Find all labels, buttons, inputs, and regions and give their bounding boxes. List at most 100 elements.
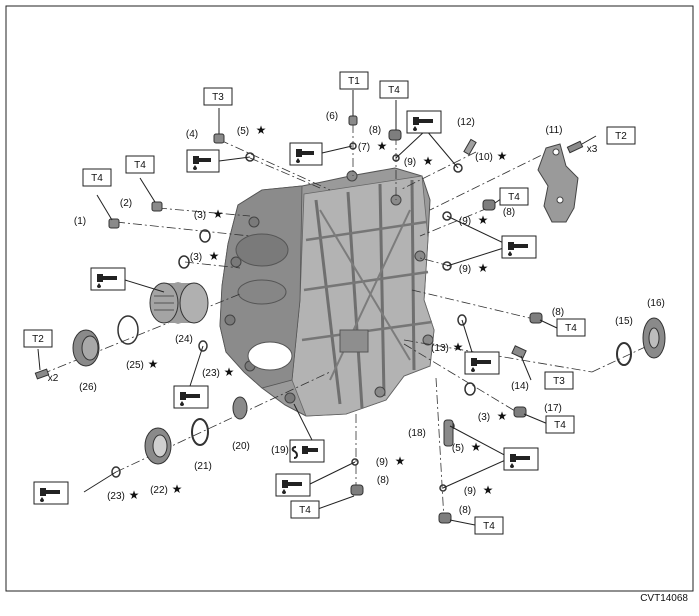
torque-label-t1: T1 [348,76,360,87]
star-mark: ★ [148,357,159,371]
part-22-seal [144,427,172,465]
part-2-bolt [151,201,163,212]
star-mark: ★ [377,139,388,153]
part-6-plug [348,115,358,126]
part-23-o-ring-a [198,340,208,352]
part-label-p3a: (3) [194,210,206,221]
part-label-p1: (1) [74,216,86,227]
star-mark: ★ [213,207,224,221]
apply-fluid-icon [275,473,311,497]
torque-label-t4d: T4 [508,192,520,203]
torque-label-t3b: T3 [553,376,565,387]
part-label-p7: (7) [358,142,370,153]
part-label-p11: (11) [545,125,562,136]
apply-fluid-symbols [33,110,539,505]
part-13-o-ring [457,314,467,326]
torque-label-t4h: T4 [483,521,495,532]
part-label-p23b: (23) [107,491,125,502]
part-9-o-ring-e [439,484,447,492]
part-label-p18: (18) [408,428,426,439]
part-24-strainer [149,282,209,324]
part-8-plug-right [482,199,496,211]
part-label-p21: (21) [194,461,212,472]
part-25-ring [117,315,139,345]
part-label-p17: (17) [544,403,562,414]
part-label-p19: (19) [271,445,289,456]
part-label-p15: (15) [615,316,633,327]
part-15-ring [616,342,632,366]
part-cover-bolt [34,368,50,380]
part-label-p22: (22) [150,485,168,496]
star-mark: ★ [172,482,183,496]
torque-label-t2b: T2 [32,334,44,345]
part-label-p9e: (9) [464,486,476,497]
part-3-o-ring-c [464,382,476,396]
torque-label-t4a: T4 [91,173,103,184]
part-1-bolt [108,218,120,229]
part-label-p4: (4) [186,129,198,140]
torque-label-t4g: T4 [299,505,311,516]
quantity-labels: x3 x2 [48,144,598,384]
part-label-p3c: (3) [478,412,490,423]
star-mark: ★ [497,409,508,423]
star-mark: ★ [478,261,489,275]
symbol-leaders [37,90,597,526]
part-label-p2: (2) [120,198,132,209]
part-8-plug-mid [529,312,543,324]
apply-fluid-icon [406,110,442,134]
part-label-p10: (10) [475,152,493,163]
part-9-o-ring-d [351,458,359,466]
part-label-p9a: (9) [404,157,416,168]
part-label-p8b: (8) [503,207,515,218]
torque-boxes [23,71,636,535]
quantity-label-q2: x2 [48,373,59,384]
apply-fluid-icon [173,385,209,409]
torque-label-t4c: T4 [388,85,400,96]
torque-label-t3a: T3 [212,92,224,103]
quantity-label-q1: x3 [587,144,598,155]
parts [34,115,666,524]
part-label-p9d: (9) [376,457,388,468]
star-mark: ★ [224,365,235,379]
star-mark: ★ [471,440,482,454]
torque-label-t4b: T4 [134,160,146,171]
apply-fluid-icon [503,447,539,471]
star-mark: ★ [256,123,267,137]
part-label-p8c: (8) [552,307,564,318]
part-9-o-ring-a [392,154,400,162]
star-mark: ★ [483,483,494,497]
apply-fluid-icon [90,267,126,291]
part-23-o-ring-b [111,466,121,478]
part-26-cover [72,329,100,367]
star-mark: ★ [423,154,434,168]
part-5-o-ring-a [245,152,255,162]
part-label-p24: (24) [175,334,193,345]
star-mark: ★ [478,213,489,227]
part-3-o-ring-a [199,229,211,243]
part-label-p6: (6) [326,111,338,122]
apply-fluid-icon [186,149,220,173]
part-label-p12: (12) [457,117,475,128]
part-10-o-ring [453,163,463,173]
part-label-p16: (16) [647,298,665,309]
part-label-p13: (13) [431,343,449,354]
part-label-p8e: (8) [459,505,471,516]
transaxle-case [219,167,435,417]
part-number-labels: (1)(2)(3)★(3)★(3)★(4)(5)★(5)★(6)(7)★(8)(… [74,111,665,516]
part-label-p25: (25) [126,360,144,371]
part-3-o-ring-b [178,255,190,269]
part-9-o-ring-b [442,211,452,221]
apply-fluid-icon [464,351,500,375]
part-16-gear [642,317,666,359]
assembly-leader-lines [41,124,661,521]
torque-label-t4e: T4 [565,323,577,334]
part-label-p14: (14) [511,381,529,392]
part-bracket-bolt [566,140,584,154]
part-12-pin [463,138,477,156]
part-20-seal [232,396,248,420]
apply-fluid-icon [501,235,537,259]
part-9-o-ring-c [442,261,452,271]
